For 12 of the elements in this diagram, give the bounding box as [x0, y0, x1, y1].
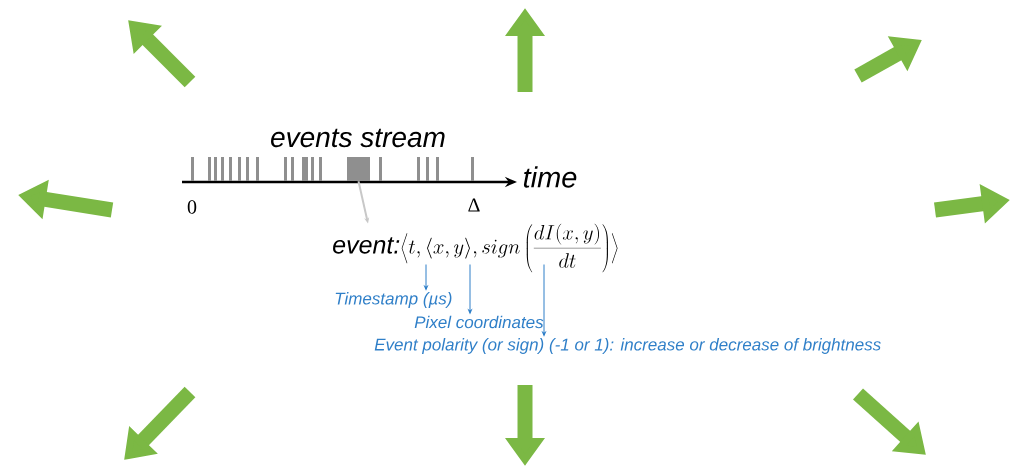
arrow: [542, 263, 546, 337]
axis-label: time: [523, 166, 577, 188]
arrow: [424, 263, 428, 291]
description-text: Timestamp (µs): [335, 292, 452, 308]
description-text: Pixel coordinates: [414, 315, 544, 329]
chart-title: events stream: [271, 128, 445, 148]
tick-label: Δ: [468, 198, 480, 212]
event-formula: event:$\left\langle t, \langle x, y\rangle, sign\left(\frac{dI(x,y)}{dt}\right)\right\rangle$: [333, 223, 618, 273]
arrow: [468, 263, 472, 314]
description-text: Event polarity (or sign) (-1 or 1): increase or decrease of brightness: [374, 338, 881, 354]
tick-label: 0: [187, 200, 197, 214]
event-burst: [347, 157, 370, 181]
